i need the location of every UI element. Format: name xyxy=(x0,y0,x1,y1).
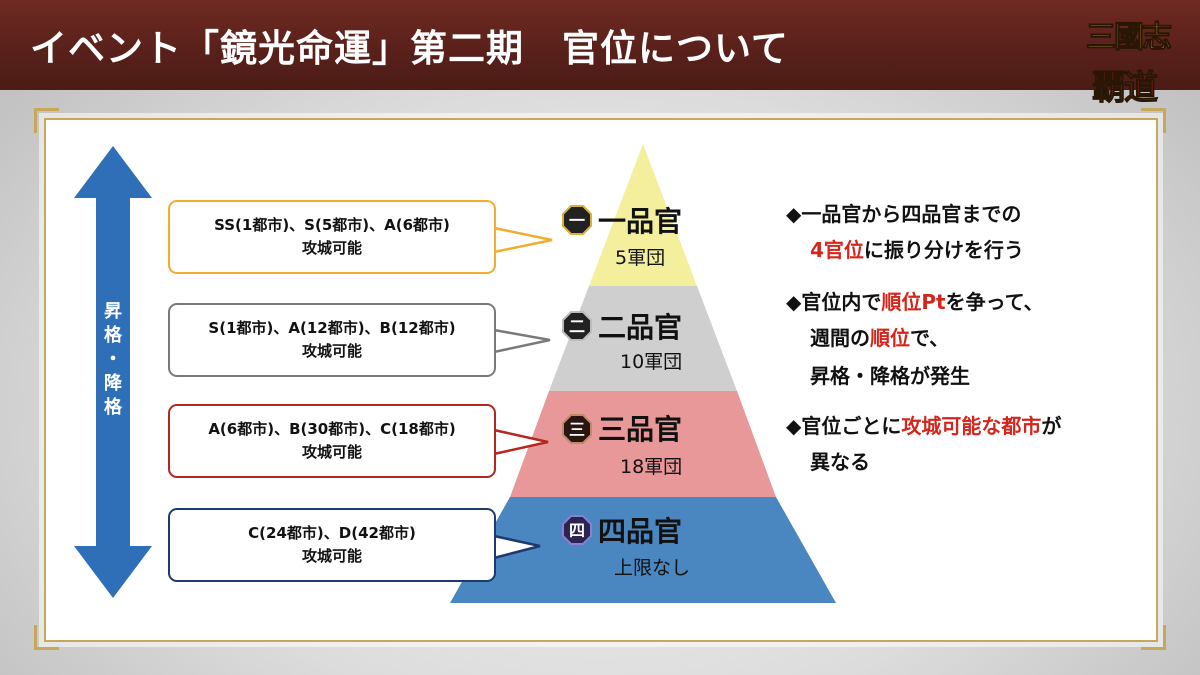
arrow-label-char: 昇 xyxy=(104,301,122,322)
rank-3-units: 18軍団 xyxy=(620,456,683,478)
note-3-line-1: ◆官位ごとに攻城可能な都市が xyxy=(786,410,1061,439)
arrow-label-char: 降 xyxy=(104,373,122,394)
note-2-highlight-b: 順位 xyxy=(870,326,910,350)
rank-2-units: 10軍団 xyxy=(620,351,683,373)
pyramid-tier-4 xyxy=(450,497,836,603)
panel-corner-ornament xyxy=(1141,108,1166,133)
rank-4-city-box: C(24都市)、D(42都市) 攻城可能 xyxy=(168,508,496,582)
panel-corner-ornament xyxy=(1141,625,1166,650)
arrow-label-char: ・ xyxy=(104,349,122,370)
note-2-text-b: を争って、 xyxy=(945,290,1044,314)
arrow-label-char: 格 xyxy=(104,397,122,418)
promotion-demotion-arrow xyxy=(74,146,152,598)
rank-1-units: 5軍団 xyxy=(615,247,666,269)
arrow-label-char: 格 xyxy=(104,325,122,346)
rank-2-cities: S(1都市)、A(12都市)、B(12都市) xyxy=(208,319,456,337)
note-2-text-c: 週間の xyxy=(810,326,870,350)
note-3-text-b: が xyxy=(1041,414,1062,438)
logo-text-top: 三國志 xyxy=(1086,20,1173,56)
note-1-line-1: ◆一品官から四品官までの xyxy=(786,202,1022,226)
rank-4-badge-char: 四 xyxy=(569,521,585,540)
rank-1-siege-label: 攻城可能 xyxy=(301,239,362,257)
pyramid-tier-2 xyxy=(549,286,737,391)
note-2-line-1: ◆官位内で順位Ptを争って、 xyxy=(786,286,1044,315)
note-3-highlight: 攻城可能な都市 xyxy=(901,414,1042,438)
callout-tail-2 xyxy=(492,328,551,354)
rank-3-badge-char: 三 xyxy=(569,420,585,439)
rank-2-badge-char: 二 xyxy=(569,317,585,336)
rank-2-siege-label: 攻城可能 xyxy=(301,342,362,360)
callout-tail-1 xyxy=(492,226,553,254)
note-1-text: に振り分けを行う xyxy=(863,238,1024,262)
note-3-line-2: 異なる xyxy=(810,450,870,474)
rank-4-units: 上限なし xyxy=(614,557,691,579)
rank-3-siege-label: 攻城可能 xyxy=(301,443,362,461)
panel-corner-ornament xyxy=(34,625,59,650)
game-logo: 三國志 覇道 xyxy=(1080,6,1188,118)
rank-3-cities: A(6都市)、B(30都市)、C(18都市) xyxy=(208,420,456,438)
rank-2-name: 二品官 xyxy=(598,311,683,344)
logo-text-bottom: 覇道 xyxy=(1092,68,1159,109)
pyramid-tier-1 xyxy=(589,144,697,286)
rank-1-name: 一品官 xyxy=(598,205,683,238)
note-2-highlight-a: 順位Pt xyxy=(881,290,946,314)
rank-1-badge-char: 一 xyxy=(569,211,585,230)
rank-1-city-box: SS(1都市)、S(5都市)、A(6都市) 攻城可能 xyxy=(168,200,496,274)
rank-4-name: 四品官 xyxy=(598,515,683,548)
rank-2-city-box: S(1都市)、A(12都市)、B(12都市) 攻城可能 xyxy=(168,303,496,377)
rank-1-badge-icon: 一 xyxy=(562,205,592,235)
rank-3-name: 三品官 xyxy=(598,413,683,446)
rank-2-badge-icon: 二 xyxy=(562,311,592,341)
note-1-highlight: 4官位 xyxy=(810,238,864,262)
arrow-label: 昇 格 ・ 降 格 xyxy=(98,300,128,420)
note-1-line-2: 4官位に振り分けを行う xyxy=(810,234,1024,263)
rank-4-cities: C(24都市)、D(42都市) xyxy=(248,524,416,542)
rank-3-city-box: A(6都市)、B(30都市)、C(18都市) 攻城可能 xyxy=(168,404,496,478)
note-2-text-a: ◆官位内で xyxy=(786,290,882,314)
note-3-text-a: ◆官位ごとに xyxy=(786,414,902,438)
panel-corner-ornament xyxy=(34,108,59,133)
rank-4-siege-label: 攻城可能 xyxy=(301,547,362,565)
note-2-line-3: 昇格・降格が発生 xyxy=(810,364,970,388)
rank-1-cities: SS(1都市)、S(5都市)、A(6都市) xyxy=(214,216,450,234)
note-2-text-d: で、 xyxy=(910,326,950,350)
rank-4-badge-icon: 四 xyxy=(562,515,592,545)
page-title: イベント「鏡光命運」第二期 官位について xyxy=(30,27,789,70)
header-bar: イベント「鏡光命運」第二期 官位について xyxy=(0,0,1200,90)
note-2-line-2: 週間の順位で、 xyxy=(810,322,949,351)
rank-3-badge-icon: 三 xyxy=(562,414,592,444)
